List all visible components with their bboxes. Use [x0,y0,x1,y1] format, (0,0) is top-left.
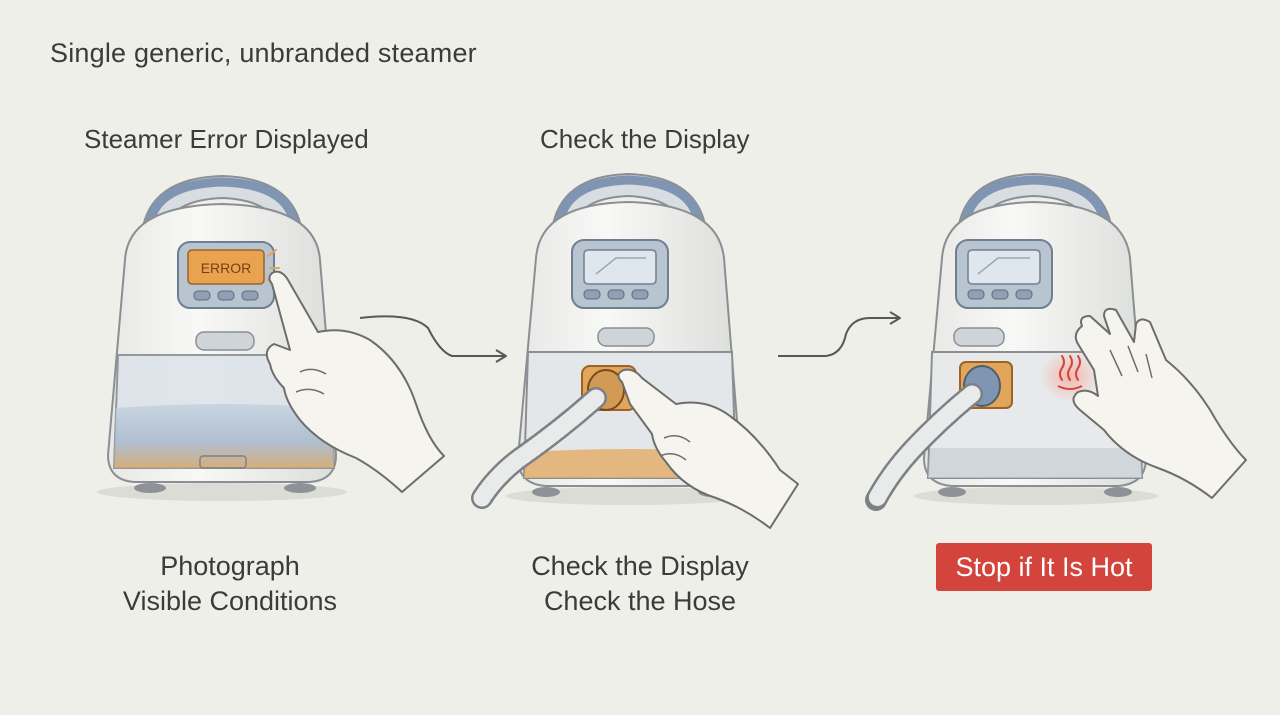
steamer-1: ERROR [97,174,445,501]
heat-icon [1040,350,1100,402]
hot-warning-badge: Stop if It Is Hot [936,543,1152,591]
hand-palm-icon [1072,307,1247,499]
hand-hose-icon [617,368,799,529]
arrow-right-icon [359,315,507,363]
step-1-title: Steamer Error Displayed [84,124,369,154]
caption-line: Visible Conditions [122,586,338,616]
step-1-caption: Photograph Visible Conditions [112,549,348,619]
step-2-caption: Check the Display Check the Hose [520,549,760,619]
steamer-2 [471,172,799,529]
caption-line: Photograph [160,551,300,581]
hand-pointer-icon [265,270,445,493]
arrow-right-icon [778,311,901,357]
caption-line: Check the Hose [543,586,737,616]
page-heading: Single generic, unbranded steamer [50,38,477,68]
error-text: ERROR [201,260,252,276]
steamer-3 [865,172,1247,511]
error-screen [187,249,265,285]
caption-line: Check the Display [531,551,749,581]
step-2-title: Check the Display [540,124,750,154]
